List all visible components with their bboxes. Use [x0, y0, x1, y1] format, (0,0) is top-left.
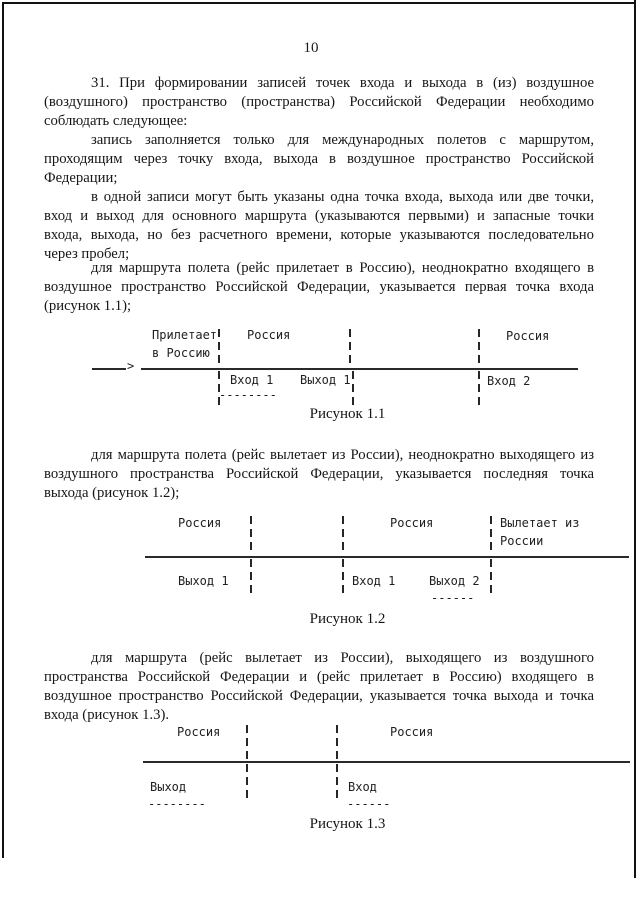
figure-caption: Рисунок 1.1	[309, 406, 386, 422]
region-label-russia: Россия	[390, 725, 434, 739]
region-label-russia: Россия	[506, 329, 550, 343]
entry-point-label: Вход 2	[487, 374, 531, 388]
body-text-line: входа (рисунок 1.3).	[44, 707, 170, 723]
selected-point-underline: ------	[431, 591, 475, 605]
boundary-line	[352, 371, 354, 407]
route-line	[92, 368, 126, 370]
boundary-line	[336, 725, 338, 759]
body-text-line: (воздушного) пространство (пространства)…	[44, 94, 594, 110]
route-line	[141, 368, 578, 370]
departure-note-label: России	[500, 534, 544, 548]
exit-point-label: Выход 1	[300, 373, 351, 387]
region-label-russia: Россия	[177, 725, 221, 739]
page-number: 10	[303, 40, 319, 56]
page-border-top	[2, 2, 634, 4]
body-text-line: для маршрута полета (рейс вылетает из Ро…	[91, 447, 594, 463]
body-text-line: Федерации;	[44, 170, 118, 186]
region-label-russia: Россия	[247, 328, 291, 342]
region-label-russia: Россия	[178, 516, 222, 530]
body-text-line: для маршрута (рейс вылетает из России), …	[91, 650, 594, 666]
boundary-line	[218, 329, 220, 366]
body-text-line: воздушного пространства Российской Федер…	[44, 466, 594, 482]
body-text-line: в одной записи могут быть указаны одна т…	[91, 189, 594, 205]
body-text-line: запись заполняется только для международ…	[91, 132, 594, 148]
body-text-line: 31. При формировании записей точек входа…	[91, 75, 594, 91]
body-text-line: воздушное пространство Российской Федера…	[44, 279, 594, 295]
body-text-line: проходящим через точку входа, выхода в в…	[44, 151, 594, 167]
boundary-line	[490, 516, 492, 554]
exit-point-label: Выход 2	[429, 574, 480, 588]
boundary-line	[250, 516, 252, 554]
arrival-note-label: в Россию	[152, 346, 210, 360]
boundary-line	[218, 371, 220, 407]
boundary-line	[342, 559, 344, 596]
boundary-line	[342, 516, 344, 554]
boundary-line	[246, 764, 248, 800]
body-text-line: выхода (рисунок 1.2);	[44, 485, 180, 501]
arrival-note-label: Прилетает	[152, 328, 218, 342]
body-text-line: через пробел;	[44, 246, 130, 262]
selected-point-underline: --------	[148, 797, 206, 811]
page-border-right	[634, 0, 636, 878]
body-text-line: пространства Российской Федерации и (рей…	[44, 669, 594, 685]
route-line	[145, 556, 629, 558]
body-text-line: (рисунок 1.1);	[44, 298, 132, 314]
departure-note-label: Вылетает из	[500, 516, 580, 530]
boundary-line	[490, 559, 492, 596]
body-text-line: воздушное пространство Российской Федера…	[44, 688, 594, 704]
figure-caption: Рисунок 1.2	[309, 611, 386, 627]
boundary-line	[250, 559, 252, 596]
boundary-line	[349, 329, 351, 366]
region-label-russia: Россия	[390, 516, 434, 530]
boundary-line	[478, 329, 480, 366]
boundary-line	[478, 371, 480, 407]
entry-point-label: Вход 1	[352, 574, 396, 588]
figure-caption: Рисунок 1.3	[309, 816, 386, 832]
body-text-line: для маршрута полета (рейс прилетает в Ро…	[91, 260, 594, 276]
entry-point-label: Вход	[348, 780, 377, 794]
body-text-line: входа, выхода, но без расчетного времени…	[44, 227, 594, 243]
exit-point-label: Выход 1	[178, 574, 229, 588]
body-text-line: соблюдать следующее:	[44, 113, 188, 129]
selected-point-underline: --------	[219, 388, 277, 402]
boundary-line	[246, 725, 248, 759]
selected-point-underline: ------	[347, 797, 391, 811]
route-arrow-icon: >	[127, 359, 135, 373]
route-line	[143, 761, 630, 763]
page-border-left	[2, 2, 4, 858]
exit-point-label: Выход	[150, 780, 187, 794]
entry-point-label: Вход 1	[230, 373, 274, 387]
boundary-line	[336, 764, 338, 800]
body-text-line: вход и выход для основного маршрута (ука…	[44, 208, 594, 224]
